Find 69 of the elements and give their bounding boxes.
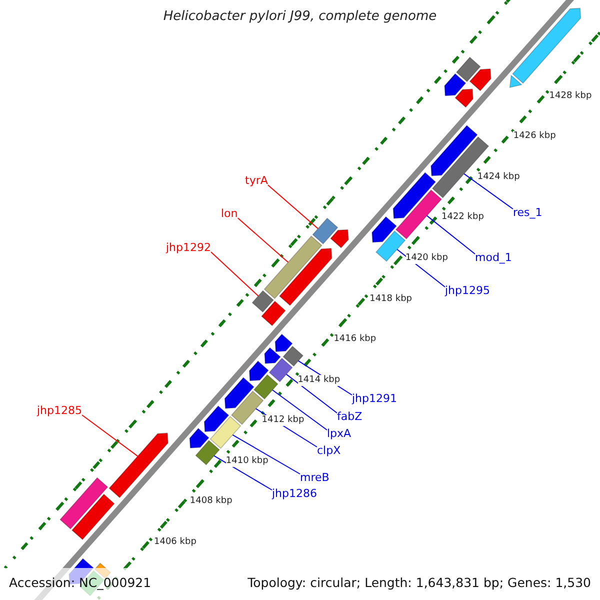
gene-label: lpxA [327,427,352,440]
gene-feature [253,374,278,400]
scale-label: 1424 kbp [477,172,520,183]
gene-feature [108,432,168,498]
gene-feature [395,189,442,240]
gene-feature [210,416,242,449]
leader-line [286,374,338,414]
gene-feature [60,477,108,530]
leader-line [267,184,318,230]
gene-feature [444,73,466,96]
gene-feature [430,124,478,176]
gene-label: mreB [300,471,330,484]
leader-line [272,390,328,430]
gene-feature [252,290,274,313]
gene-feature [71,494,115,540]
gene-feature [456,56,481,82]
gene-feature [469,68,492,92]
gene-feature [249,360,269,382]
leader-line [232,434,300,474]
gene-feature [264,236,322,300]
genome-stats-text: Topology: circular; Length: 1,643,831 bp; Genes: 1,530 [248,575,591,590]
leader-line [214,455,272,490]
leader-line [426,215,476,254]
gene-label: mod_1 [475,251,512,264]
gene-label: jhp1285 [37,404,82,417]
scale-label: 1416 kbp [334,334,376,345]
gene-label: lon [221,207,238,220]
gene-label: jhp1286 [272,487,318,500]
gene-feature [454,88,474,108]
leader-line [210,252,259,296]
gene-label: clpX [317,444,341,457]
scale-label: 1412 kbp [262,415,304,426]
gene-feature [509,74,523,88]
scale-label: 1418 kbp [370,294,412,304]
gene-feature [224,377,254,409]
scale-label: 1422 kbp [442,212,484,224]
gene-feature [278,248,332,306]
gene-feature [375,230,406,262]
gene-feature [512,8,582,84]
gene-feature [261,300,286,326]
scale-label: 1414 kbp [298,374,340,386]
gene-feature [312,218,338,244]
scale-label: 1420 kbp [406,252,448,264]
scale-label: 1410 kbp [226,456,268,467]
gene-label: tyrA [245,174,268,187]
gene-feature [330,229,349,248]
scale-label: 1406 kbp [154,536,196,548]
gene-label: jhp1292 [166,241,212,254]
scale-label: 1428 kbp [549,90,592,102]
gene-feature [372,216,397,243]
scale-label: 1426 kbp [513,131,556,142]
title: Helicobacter pylori J99, complete genome [162,9,438,24]
gene-label: jhp1295 [445,284,490,297]
scale-label: 1408 kbp [190,496,232,508]
gene-feature [230,390,264,425]
gene-feature [392,172,436,219]
gene-feature [268,358,293,382]
leader-line [464,173,514,210]
gene-label: fabZ [337,410,362,423]
gene-feature [274,334,293,352]
gene-feature [204,405,230,432]
gene-feature [282,346,304,367]
gene-feature [264,347,281,364]
gene-label: jhp1291 [352,392,398,405]
leader-line [82,414,138,457]
leader-line [237,218,289,263]
accession-text: Accession: NC_000921 [9,575,152,590]
gene-feature [195,440,220,466]
gene-label: res_1 [513,206,542,219]
